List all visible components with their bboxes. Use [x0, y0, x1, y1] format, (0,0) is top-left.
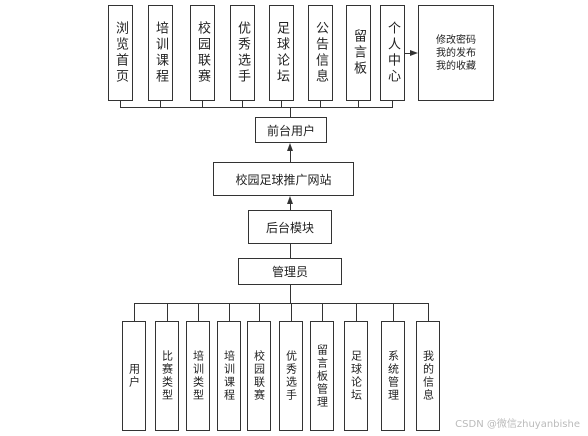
admin-box: 管理员: [238, 258, 342, 285]
backend-to-site-arrow: [287, 196, 293, 204]
front-stub-4: [281, 101, 282, 107]
front-module-home: 浏览首页: [108, 5, 133, 101]
admin-module-campus-league: 校园联赛: [247, 321, 271, 431]
admin-stub-6: [322, 303, 323, 321]
front-module-message-board: 留言板: [346, 5, 371, 101]
front-bus-line: [120, 107, 393, 108]
personal-center-arrow-line: [405, 53, 411, 54]
admin-stub-2: [198, 303, 199, 321]
front-stub-1: [160, 101, 161, 107]
admin-stub-4: [259, 303, 260, 321]
personal-center-detail-box: 修改密码 我的发布 我的收藏: [418, 5, 494, 101]
admin-module-football-forum: 足球论坛: [344, 321, 368, 431]
csdn-watermark: CSDN @微信zhuyanbishe: [455, 419, 580, 430]
site-to-front-arrow: [287, 143, 293, 151]
admin-module-system-mgmt: 系统管理: [381, 321, 405, 431]
front-stub-3: [242, 101, 243, 107]
admin-stub-5: [291, 303, 292, 321]
front-stub-0: [120, 101, 121, 107]
admin-stub-8: [393, 303, 394, 321]
admin-bus-line: [134, 303, 428, 304]
front-stub-7: [392, 101, 393, 107]
admin-module-message-board-mgmt: 留言板管理: [310, 321, 334, 431]
front-user-to-bus-line: [290, 107, 291, 117]
front-stub-5: [320, 101, 321, 107]
front-module-training-courses: 培训课程: [148, 5, 173, 101]
admin-stub-9: [428, 303, 429, 321]
admin-module-training-courses: 培训课程: [217, 321, 241, 431]
front-module-football-forum: 足球论坛: [269, 5, 294, 101]
backend-to-site-line: [290, 204, 291, 210]
site-to-front-line: [290, 150, 291, 162]
personal-center-arrow-head: [410, 50, 418, 56]
personal-center-item-my-posts: 我的发布: [436, 47, 476, 59]
front-module-top-players: 优秀选手: [230, 5, 255, 101]
backend-box: 后台模块: [248, 210, 332, 244]
front-module-announcements: 公告信息: [308, 5, 333, 101]
personal-center-item-my-favorites: 我的收藏: [436, 60, 476, 72]
admin-module-training-types: 培训类型: [186, 321, 210, 431]
personal-center-item-change-password: 修改密码: [436, 34, 476, 46]
backend-to-admin-line: [290, 244, 291, 258]
front-module-campus-league: 校园联赛: [190, 5, 215, 101]
admin-module-users: 用户: [122, 321, 146, 431]
front-stub-2: [202, 101, 203, 107]
admin-stub-1: [167, 303, 168, 321]
front-stub-6: [358, 101, 359, 107]
admin-module-match-types: 比赛类型: [155, 321, 179, 431]
admin-module-my-info: 我的信息: [416, 321, 440, 431]
site-box: 校园足球推广网站: [213, 162, 354, 196]
front-module-personal-center: 个人中心: [380, 5, 405, 101]
admin-stub-0: [134, 303, 135, 321]
admin-stub-3: [229, 303, 230, 321]
admin-to-bus-line: [290, 285, 291, 303]
admin-stub-7: [356, 303, 357, 321]
front-user-box: 前台用户: [255, 117, 327, 143]
admin-module-top-players: 优秀选手: [279, 321, 303, 431]
